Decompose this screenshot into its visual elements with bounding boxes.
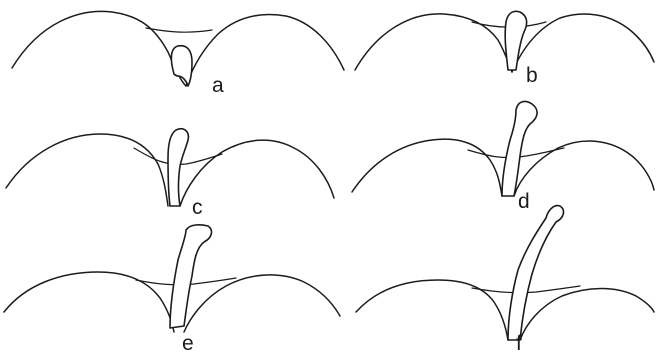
outline-left-lobe: [6, 134, 168, 206]
outline-left-lobe: [352, 139, 502, 196]
outline-left-lobe: [4, 272, 174, 332]
stalk: [170, 225, 211, 328]
outline-right-lobe: [184, 275, 340, 332]
stalk: [508, 206, 563, 340]
panel-label-b: b: [526, 64, 538, 87]
outline-right-lobe: [514, 141, 654, 196]
outline-left-lobe: [356, 280, 508, 340]
cavity-rim: [146, 28, 212, 32]
panel-label-f: f: [516, 332, 522, 355]
panel-label-d: d: [518, 190, 530, 213]
outline-right-lobe: [520, 289, 654, 341]
outline-right-lobe: [180, 140, 334, 206]
panel-b: b: [355, 11, 654, 87]
panel-label-c: c: [192, 196, 203, 219]
panel-label-a: a: [212, 74, 224, 97]
panel-c: c: [6, 129, 334, 219]
panel-d: d: [352, 102, 654, 213]
stalk: [505, 11, 526, 70]
outline-left-lobe: [355, 14, 512, 72]
panel-f: f: [356, 206, 654, 355]
panel-a: a: [12, 11, 344, 97]
outline-right-lobe: [186, 15, 344, 86]
stalk: [502, 102, 537, 196]
panel-e: e: [4, 225, 340, 355]
panel-label-e: e: [182, 332, 194, 355]
outline-left-lobe: [12, 11, 186, 86]
